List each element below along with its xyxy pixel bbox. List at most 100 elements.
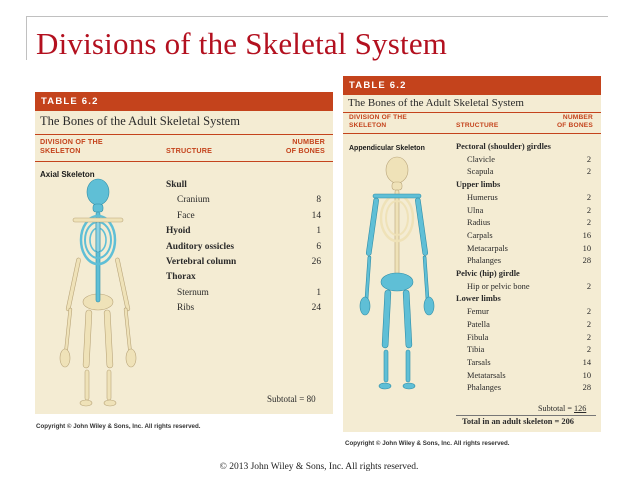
table-row: Lower limbs [456,294,591,306]
header-rule [343,112,601,113]
row-number: 2 [586,345,591,355]
table-row: Skull [166,180,321,195]
table-row: Carpals 16 [456,231,591,243]
header-division-line1: DIVISION OF THE [40,137,103,146]
table-row: Face 14 [166,211,321,226]
row-structure: Scapula [467,167,494,177]
row-number: 8 [316,195,321,206]
axial-skeleton-table: TABLE 6.2 The Bones of the Adult Skeleta… [35,92,333,414]
table-row: Sternum 1 [166,288,321,303]
row-number: 2 [586,192,591,202]
header-division-line1: DIVISION OF THE [349,114,407,121]
header-division-line2: SKELETON [40,145,81,155]
header-number-line2: OF BONES [285,145,325,155]
row-number: 2 [586,332,591,342]
appendicular-subtotal-value: 126 [574,404,587,413]
header-structure: STRUCTURE [166,146,213,155]
row-structure: Face [177,210,195,221]
table-row: Upper limbs [456,180,591,192]
row-structure: Thorax [166,272,196,283]
row-number: 14 [311,210,321,221]
row-number: 16 [582,230,591,240]
row-structure: Patella [467,319,490,329]
appendicular-skeleton-table: TABLE 6.2 The Bones of the Adult Skeleta… [343,76,601,432]
row-structure: Tarsals [467,357,491,367]
table-row: Tibia 2 [456,345,591,357]
row-structure: Vertebral column [166,257,237,267]
header-division: DIVISION OF THE SKELETON [40,137,103,155]
slide-footer: © 2013 John Wiley & Sons, Inc. All right… [219,462,419,472]
row-structure: Phalanges [467,383,501,393]
row-structure: Clavicle [467,154,495,164]
title-top-rule [26,16,608,17]
appendicular-copyright: Copyright © John Wiley & Sons, Inc. All … [345,440,510,447]
header-division-line2: SKELETON [349,122,387,129]
row-number: 2 [586,205,591,215]
header-bottom-rule [343,133,601,134]
row-structure: Hyoid [166,226,191,237]
slide-title: Divisions of the Skeletal System [36,26,448,61]
row-number: 24 [311,303,321,314]
row-number: 28 [582,256,591,266]
table-row: Hyoid 1 [166,226,321,241]
table-title: The Bones of the Adult Skeletal System [348,97,524,109]
total-value: 206 [561,417,574,426]
table-tag: TABLE 6.2 [35,92,333,111]
row-structure: Ulna [467,205,484,215]
row-structure: Humerus [467,192,498,202]
row-structure: Tibia [467,345,485,355]
table-row: Femur 2 [456,307,591,319]
row-structure: Metacarpals [467,243,508,253]
row-structure: Radius [467,218,491,228]
row-structure: Hip or pelvic bone [467,281,530,291]
row-number: 2 [586,307,591,317]
row-structure: Phalanges [467,256,501,266]
row-structure: Lower limbs [456,294,501,304]
axial-subtotal: Subtotal = 80 [267,394,316,404]
group-label-appendicular: Appendicular Skeleton [349,145,425,152]
header-number: NUMBER OF BONES [275,137,325,155]
row-number: 2 [586,154,591,164]
appendicular-skeleton-illustration [359,156,435,390]
row-structure: Femur [467,307,489,317]
total-label: Total in an adult skeleton = [462,417,560,426]
table-row: Fibula 2 [456,333,591,345]
row-number: 2 [586,218,591,228]
row-number: 26 [311,257,321,267]
row-number: 1 [316,226,321,237]
table-tag: TABLE 6.2 [343,76,601,95]
row-number: 2 [586,167,591,177]
row-structure: Upper limbs [456,180,501,190]
header-division: DIVISION OF THE SKELETON [349,114,407,130]
row-structure: Auditory ossicles [166,241,234,252]
table-row: Ribs 24 [166,303,321,318]
table-row: Clavicle 2 [456,155,591,167]
table-title: The Bones of the Adult Skeletal System [40,114,240,128]
axial-copyright: Copyright © John Wiley & Sons, Inc. All … [36,423,201,430]
table-row: Pectoral (shoulder) girdles [456,142,591,154]
table-row: Thorax [166,272,321,287]
header-number-line1: NUMBER [292,137,325,146]
table-row: Vertebral column 26 [166,257,321,272]
header-bottom-rule [35,161,333,162]
header-number-line2: OF BONES [556,122,593,129]
total-rule [456,415,596,416]
row-structure: Skull [166,180,187,190]
row-number: 10 [582,370,591,380]
row-structure: Fibula [467,332,489,342]
table-row: Scapula 2 [456,167,591,179]
title-left-rule [26,16,27,60]
row-structure: Sternum [177,287,209,298]
header-number-line1: NUMBER [562,114,593,121]
row-structure: Carpals [467,230,493,240]
row-structure: Ribs [177,303,195,314]
row-number: 1 [316,287,321,298]
